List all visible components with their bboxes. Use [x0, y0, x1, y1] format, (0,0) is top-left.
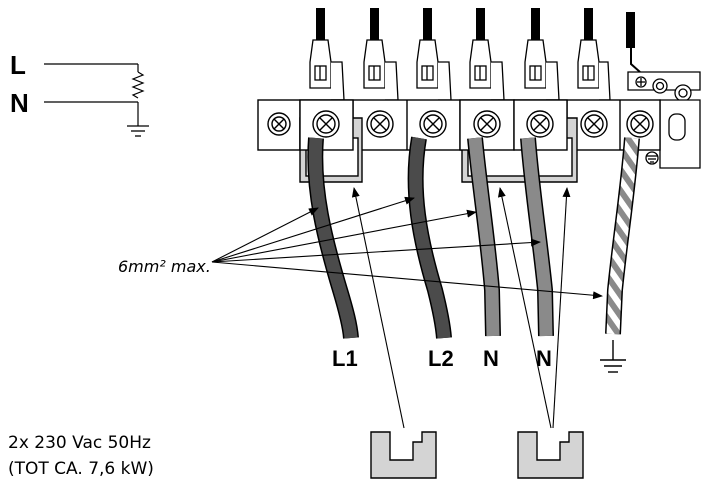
- terminal-screw-icon: [366, 110, 394, 138]
- faston-connector: [416, 39, 452, 101]
- rating-line-1: 2x 230 Vac 50Hz: [8, 433, 151, 453]
- max-section-label: 6mm² max.: [118, 257, 211, 276]
- wire-label-l2: L2: [428, 346, 454, 371]
- ground-symbol-small: [127, 125, 149, 137]
- terminal-screw-icon: [473, 110, 501, 138]
- faston-connector: [363, 39, 399, 101]
- wire-label-l1: L1: [332, 346, 358, 371]
- bridge-clips: [370, 431, 584, 479]
- load-resistor-symbol: [131, 71, 145, 99]
- terminal-screw-icon: [626, 110, 654, 138]
- bridge-clip-icon: [370, 431, 437, 479]
- faston-connector: [577, 39, 611, 101]
- wires: [307, 136, 640, 339]
- faston-connector: [524, 39, 560, 101]
- supply-neutral-label: N: [10, 88, 29, 118]
- terminal-screw-icon: [580, 110, 608, 138]
- top-cables: [316, 8, 641, 73]
- earth-bracket: [627, 71, 701, 169]
- terminal-screw-icon: [526, 110, 554, 138]
- faston-connector: [309, 39, 345, 101]
- earth-ground-icon: [600, 340, 626, 373]
- wire-label-n1: N: [483, 346, 499, 371]
- clip-pointers: [351, 187, 571, 429]
- section-arrows: [211, 196, 603, 300]
- terminal-screw-icon: [419, 110, 447, 138]
- rating-line-2: (TOT CA. 7,6 kW): [8, 459, 154, 479]
- terminal-screw-icon: [267, 112, 291, 136]
- faston-connectors: [309, 39, 611, 101]
- supply-line-label: L: [10, 50, 26, 80]
- bridge-clip-icon: [517, 431, 584, 479]
- faston-connector: [469, 39, 505, 101]
- supply-schematic: [44, 63, 149, 137]
- terminal-screw-icon: [312, 110, 340, 138]
- wire-label-n2: N: [536, 346, 552, 371]
- terminal-block: [257, 99, 661, 183]
